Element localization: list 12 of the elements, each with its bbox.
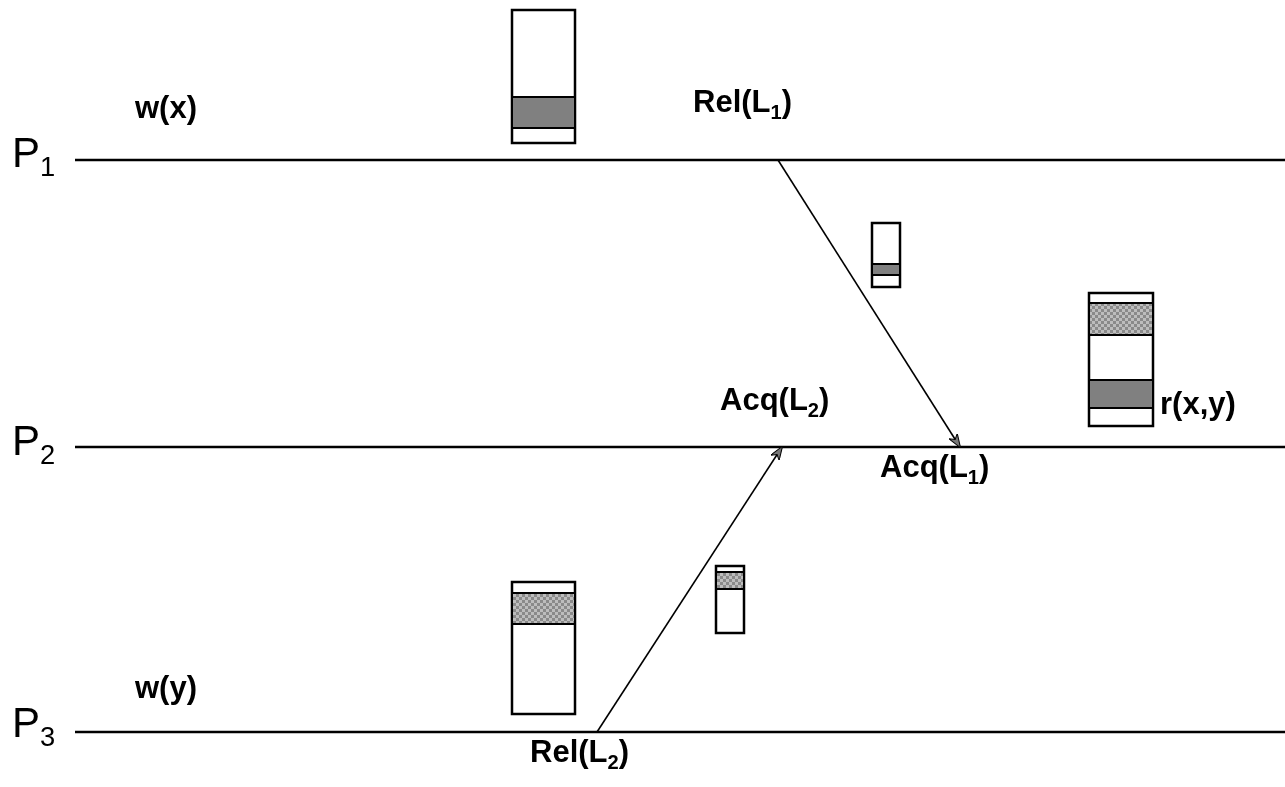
process-name: P$_{2}$ — [12, 418, 56, 473]
event-label: Rel(L$_{1}$) — [693, 83, 793, 126]
process-name: P$_{1}$ — [12, 130, 56, 185]
operation-label: w(y) — [135, 669, 197, 707]
event-label: Acq(L$_{2}$) — [720, 381, 830, 424]
event-label: Rel(L$_{2}$) — [530, 733, 630, 776]
process-name: P$_{3}$ — [12, 700, 56, 755]
event-label: Acq(L$_{1}$) — [880, 448, 990, 491]
message-arrow — [777, 159, 962, 449]
message-arrow — [596, 445, 784, 733]
operation-label: r(x,y) — [1160, 385, 1236, 423]
operation-label: w(x) — [135, 89, 197, 127]
